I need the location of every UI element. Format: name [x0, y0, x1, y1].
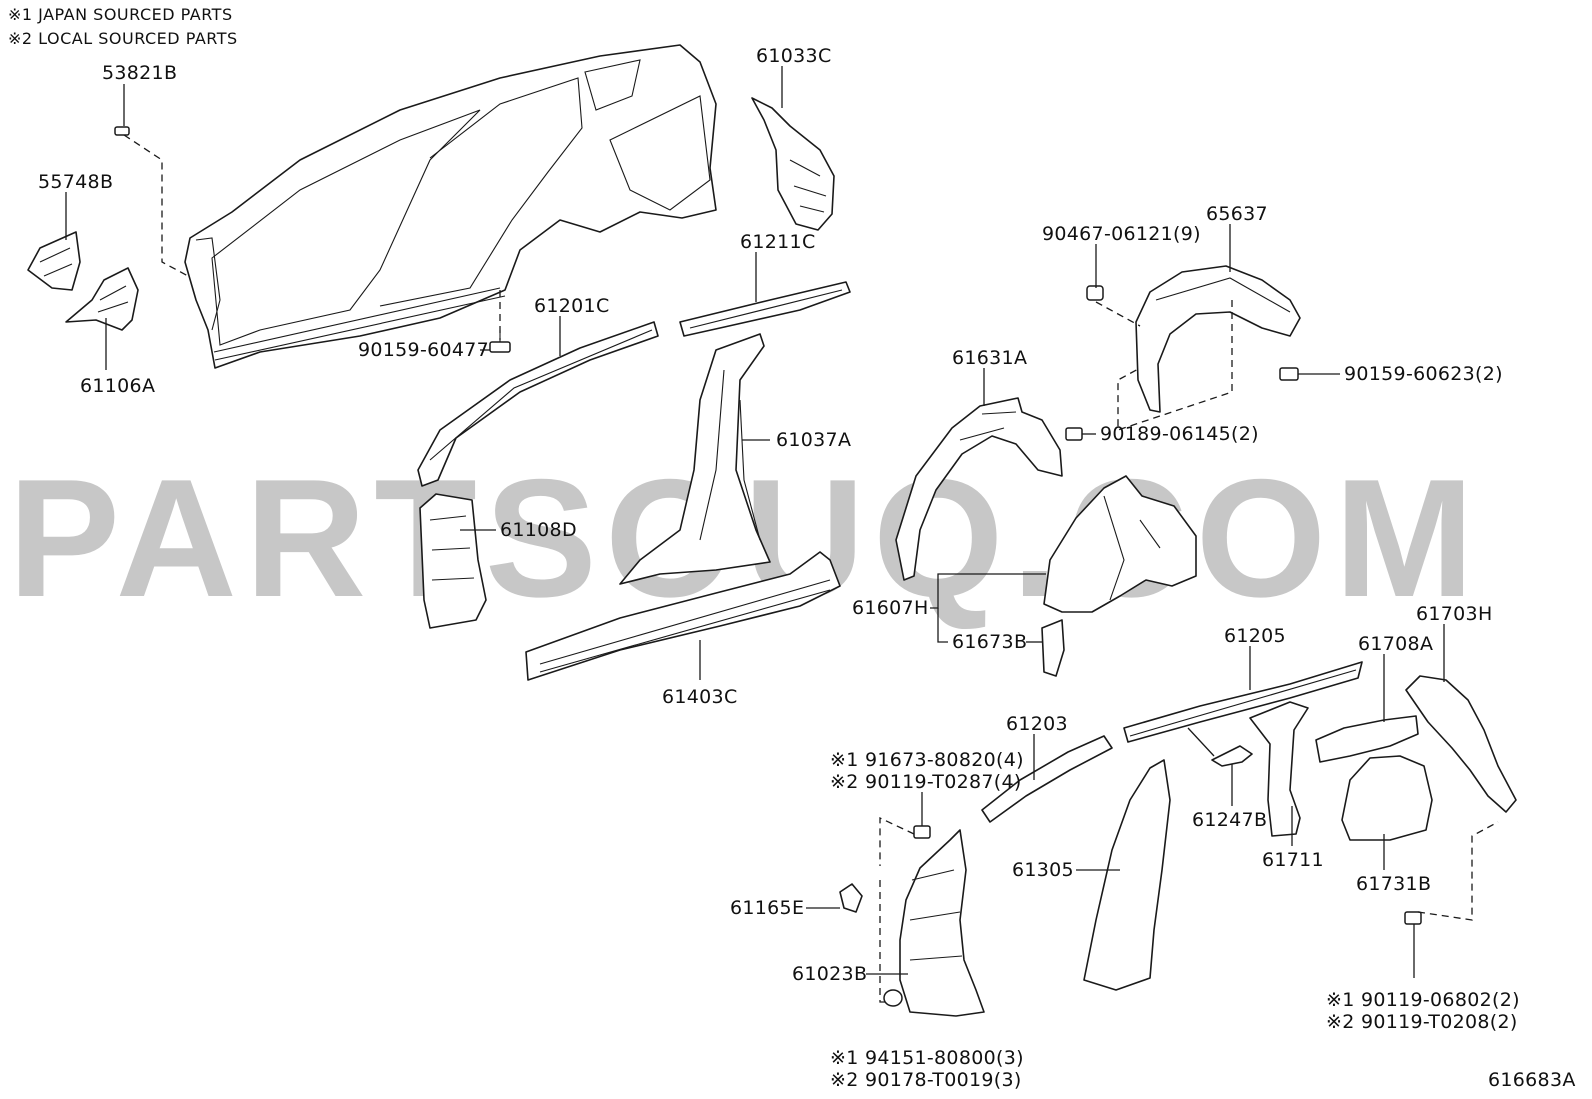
bolt-90119-06802[interactable] [1404, 911, 1422, 925]
bolt-90159-60477[interactable] [489, 330, 511, 353]
label-90119-06802: ※1 90119-06802(2) [1326, 989, 1520, 1011]
label-90178-T0019: ※2 90178-T0019(3) [830, 1069, 1022, 1091]
label-61711: 61711 [1262, 849, 1324, 871]
label-61033C: 61033C [756, 45, 832, 67]
roof-side-rail-61205-part[interactable] [1123, 661, 1363, 743]
wheel-house-outer-61631A-part[interactable] [895, 397, 1063, 581]
label-55748B: 55748B [38, 171, 113, 193]
rail-61203-part[interactable] [981, 735, 1113, 823]
nut-94151-80800[interactable] [883, 989, 903, 1007]
label-61108D: 61108D [500, 519, 577, 541]
label-61708A: 61708A [1358, 633, 1433, 655]
bolt-90189-06145[interactable] [1065, 427, 1083, 441]
label-90189-06145: 90189-06145(2) [1100, 423, 1259, 445]
diagram-id: 616683A [1488, 1069, 1576, 1091]
front-pillar-61201C-part[interactable] [417, 321, 659, 487]
extension-61106A-part[interactable] [65, 267, 139, 331]
wheel-house-inner-61607H-part[interactable] [1043, 475, 1197, 613]
roof-rail-61211C-part[interactable] [679, 281, 851, 337]
bolt-90159-60623[interactable] [1279, 367, 1299, 381]
nut-90467-06121[interactable] [1086, 285, 1104, 301]
label-91673-80820: ※1 91673-80820(4) [830, 749, 1024, 771]
label-61023B: 61023B [792, 963, 867, 985]
label-61673B: 61673B [952, 631, 1027, 653]
center-pillar-61037A-part[interactable] [619, 333, 771, 585]
label-90119-T0208: ※2 90119-T0208(2) [1326, 1011, 1518, 1033]
label-61247B: 61247B [1192, 809, 1267, 831]
gusset-61247B-part[interactable] [1211, 745, 1253, 767]
label-53821B: 53821B [102, 62, 177, 84]
bracket-61165E-part[interactable] [839, 883, 863, 913]
label-65637: 65637 [1206, 203, 1268, 225]
reinforcement-61023B-part[interactable] [899, 829, 985, 1017]
clip-53821B-part[interactable] [114, 126, 130, 136]
label-61205: 61205 [1224, 625, 1286, 647]
label-61037A: 61037A [776, 429, 851, 451]
bolt-91673-80820[interactable] [913, 825, 931, 839]
label-61607H: 61607H [852, 597, 929, 619]
bracket-55748B-part[interactable] [27, 231, 81, 291]
pillar-61711-part[interactable] [1249, 701, 1309, 837]
note-japan-sourced: ※1 JAPAN SOURCED PARTS [8, 5, 233, 24]
label-61106A: 61106A [80, 375, 155, 397]
label-61703H: 61703H [1416, 603, 1493, 625]
label-61305: 61305 [1012, 859, 1074, 881]
label-61731B: 61731B [1356, 873, 1431, 895]
leader-lines [65, 66, 1499, 1003]
reinforcement-61708A-part[interactable] [1315, 715, 1419, 763]
label-90119-T0287: ※2 90119-T0287(4) [830, 771, 1022, 793]
label-90467-06121: 90467-06121(9) [1042, 223, 1201, 245]
label-61211C: 61211C [740, 231, 816, 253]
label-90159-60477: 90159-60477 [358, 339, 489, 361]
quarter-inner-61033C-part[interactable] [751, 97, 835, 231]
label-90159-60623: 90159-60623(2) [1344, 363, 1503, 385]
wheel-liner-65637-part[interactable] [1135, 265, 1301, 413]
front-pillar-lower-61108D-part[interactable] [419, 493, 487, 629]
panel-61703H-part[interactable] [1405, 675, 1517, 813]
label-61201C: 61201C [534, 295, 610, 317]
bracket-61673B-part[interactable] [1041, 619, 1065, 677]
rocker-61403C-part[interactable] [525, 551, 841, 681]
label-61165E: 61165E [730, 897, 804, 919]
note-local-sourced: ※2 LOCAL SOURCED PARTS [8, 29, 238, 48]
label-94151-80800: ※1 94151-80800(3) [830, 1047, 1024, 1069]
panel-61731B-part[interactable] [1341, 755, 1433, 841]
pillar-61305-part[interactable] [1083, 759, 1171, 991]
side-outer-panel-part[interactable] [184, 44, 717, 369]
label-61403C: 61403C [662, 686, 738, 708]
label-61631A: 61631A [952, 347, 1027, 369]
label-61203: 61203 [1006, 713, 1068, 735]
